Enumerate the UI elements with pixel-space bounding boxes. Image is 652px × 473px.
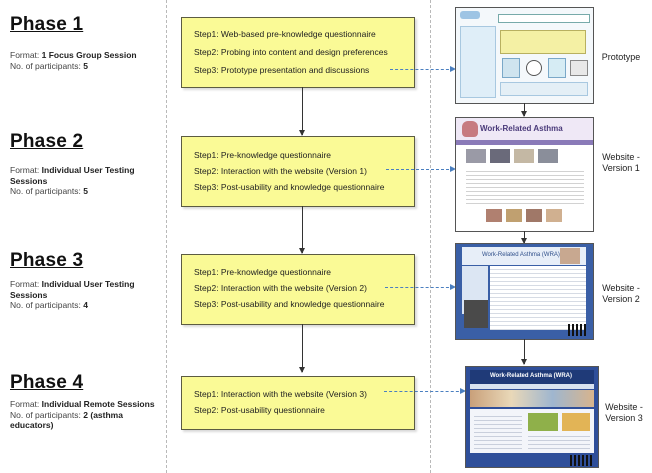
phase-3-title: Phase 3 bbox=[10, 250, 84, 271]
phase-3-output-arrow bbox=[385, 284, 456, 290]
v3-nav-bar bbox=[470, 384, 594, 389]
v3-people-icon bbox=[570, 455, 592, 466]
phase-3-step-1: Step1: Pre-knowledge questionnaire bbox=[194, 267, 332, 277]
phase-2-step-box: Step1: Pre-knowledge questionnaire Step2… bbox=[181, 136, 415, 207]
format-label: Format: bbox=[10, 165, 40, 175]
prototype-logo-icon bbox=[460, 11, 480, 19]
phase-1-step-3: Step3: Prototype presentation and discus… bbox=[194, 65, 370, 75]
v2-site-title: Work-Related Asthma (WRA) bbox=[482, 252, 560, 258]
phase-4-output-arrow bbox=[384, 388, 466, 394]
v1-site-title: Work-Related Asthma bbox=[480, 124, 563, 133]
phase-2-meta: Format: Individual User Testing Sessions… bbox=[10, 165, 160, 197]
prototype-header-box bbox=[498, 14, 590, 23]
participants-label: No. of participants: bbox=[10, 300, 81, 310]
phase-2-title: Phase 2 bbox=[10, 131, 84, 152]
website-v2-label: Website - Version 2 bbox=[602, 283, 640, 304]
phase-4-step-1: Step1: Interaction with the website (Ver… bbox=[194, 389, 367, 399]
prototype-screenshot bbox=[455, 7, 594, 104]
v3-header: Work-Related Asthma (WRA) bbox=[470, 370, 594, 384]
lungs-icon bbox=[462, 121, 478, 137]
v1-header: Work-Related Asthma bbox=[456, 118, 593, 140]
phase-2-step-2: Step2: Interaction with the website (Ver… bbox=[194, 166, 367, 176]
participants-value: 5 bbox=[83, 60, 88, 71]
phase-1-step-1: Step1: Web-based pre-knowledge questionn… bbox=[194, 29, 376, 39]
v3-banner bbox=[470, 390, 594, 407]
v1-bottom-images bbox=[486, 209, 566, 222]
phase-3-step-2: Step2: Interaction with the website (Ver… bbox=[194, 283, 367, 293]
format-label: Format: bbox=[10, 50, 40, 60]
phase-3-step-3: Step3: Post-usability and knowledge ques… bbox=[194, 299, 385, 309]
prototype-footer bbox=[500, 82, 588, 96]
website-v3-label: Website - Version 3 bbox=[605, 402, 643, 423]
v3-content bbox=[470, 409, 594, 453]
divider-left bbox=[166, 0, 167, 473]
phase-1-step-2: Step2: Probing into content and design p… bbox=[194, 47, 388, 57]
prototype-figure-1 bbox=[502, 58, 520, 78]
participants-label: No. of participants: bbox=[10, 60, 81, 71]
website-v1-label: Website - Version 1 bbox=[602, 152, 640, 173]
phase-1-step-box: Step1: Web-based pre-knowledge questionn… bbox=[181, 17, 415, 88]
phase-3-to-4-arrow bbox=[299, 324, 305, 373]
format-label: Format: bbox=[10, 279, 40, 289]
phase-2-output-arrow bbox=[386, 166, 456, 172]
v1-nav-bar bbox=[456, 140, 593, 145]
participants-label: No. of participants: bbox=[10, 186, 81, 196]
participants-value: 4 bbox=[83, 300, 88, 310]
website-v2-screenshot: Work-Related Asthma (WRA) bbox=[455, 243, 594, 340]
website-v1-screenshot: Work-Related Asthma bbox=[455, 117, 594, 232]
v2-content bbox=[490, 266, 586, 330]
phase-2-step-3: Step3: Post-usability and knowledge ques… bbox=[194, 182, 385, 192]
participants-note: (asthma educators) bbox=[10, 409, 123, 431]
phase-1-meta: Format: 1 Focus Group Session No. of par… bbox=[10, 50, 160, 71]
phase-4-title: Phase 4 bbox=[10, 372, 84, 393]
v2-to-v3-arrow bbox=[521, 339, 527, 365]
prototype-sticky-note bbox=[500, 30, 586, 54]
format-label: Format: bbox=[10, 399, 40, 409]
phase-3-step-box: Step1: Pre-knowledge questionnaire Step2… bbox=[181, 254, 415, 325]
prototype-figure-4 bbox=[570, 60, 588, 76]
phase-3-meta: Format: Individual User Testing Sessions… bbox=[10, 279, 160, 311]
participants-value: 2 bbox=[83, 409, 88, 420]
phase-4-step-box: Step1: Interaction with the website (Ver… bbox=[181, 376, 415, 430]
participants-label: No. of participants: bbox=[10, 409, 81, 420]
prototype-figure-2 bbox=[526, 60, 542, 76]
divider-right bbox=[430, 0, 431, 473]
v3-site-title: Work-Related Asthma (WRA) bbox=[490, 373, 573, 379]
prototype-label: Prototype bbox=[601, 52, 641, 62]
prototype-sidebar bbox=[460, 26, 496, 98]
v2-photo bbox=[560, 248, 580, 264]
v1-images-row bbox=[466, 149, 586, 163]
v1-to-v2-arrow bbox=[521, 231, 527, 244]
phase-4-meta: Format: Individual Remote Sessions No. o… bbox=[10, 399, 160, 431]
format-value: Individual Remote Sessions bbox=[41, 399, 155, 409]
v2-xray-image bbox=[464, 300, 488, 328]
v2-header: Work-Related Asthma (WRA) bbox=[462, 247, 586, 265]
participants-value: 5 bbox=[83, 186, 88, 196]
format-value: Individual User Testing Sessions bbox=[10, 279, 135, 300]
phase-4-step-2: Step2: Post-usability questionnaire bbox=[194, 405, 325, 415]
phase-2-step-1: Step1: Pre-knowledge questionnaire bbox=[194, 150, 332, 160]
format-value: Individual User Testing Sessions bbox=[10, 165, 135, 186]
phase-2-to-3-arrow bbox=[299, 206, 305, 254]
format-value: 1 Focus Group Session bbox=[41, 50, 137, 60]
phase-1-title: Phase 1 bbox=[10, 14, 84, 35]
phase-1-output-arrow bbox=[390, 66, 456, 72]
phase-1-to-2-arrow bbox=[299, 87, 305, 136]
v1-text-block bbox=[466, 168, 584, 204]
prototype-to-v1-arrow bbox=[521, 103, 527, 117]
v2-people-icon bbox=[568, 324, 588, 336]
website-v3-screenshot: Work-Related Asthma (WRA) bbox=[465, 366, 599, 468]
prototype-figure-3 bbox=[548, 58, 566, 78]
